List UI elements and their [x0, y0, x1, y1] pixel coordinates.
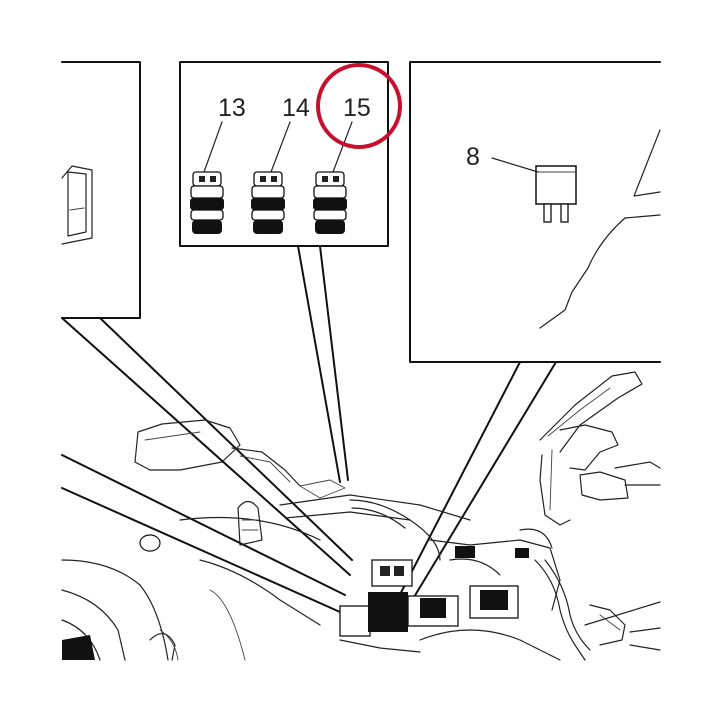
- fuse-8: [535, 165, 577, 223]
- left-detail-component: [61, 165, 93, 245]
- callout-14: 14: [282, 94, 310, 122]
- connector-14: [251, 171, 285, 234]
- leader-line-13: [203, 121, 223, 173]
- callout-13: 13: [218, 94, 246, 122]
- left-detail-panel: [61, 61, 141, 319]
- vehicle-wiring-area: [61, 371, 661, 661]
- fuse-detail-panel: 8: [409, 61, 661, 363]
- connector-13: [190, 171, 224, 234]
- connector-15: [313, 171, 347, 234]
- callout-8: 8: [466, 143, 480, 171]
- leader-line-8: [491, 157, 539, 173]
- pointer-lines: [61, 245, 661, 626]
- leader-line-14: [270, 121, 291, 173]
- highlight-circle: [316, 63, 402, 149]
- leader-line-15: [332, 121, 353, 173]
- connector-detail-panel: 13 14 15: [179, 61, 389, 247]
- callout-15: 15: [343, 94, 371, 122]
